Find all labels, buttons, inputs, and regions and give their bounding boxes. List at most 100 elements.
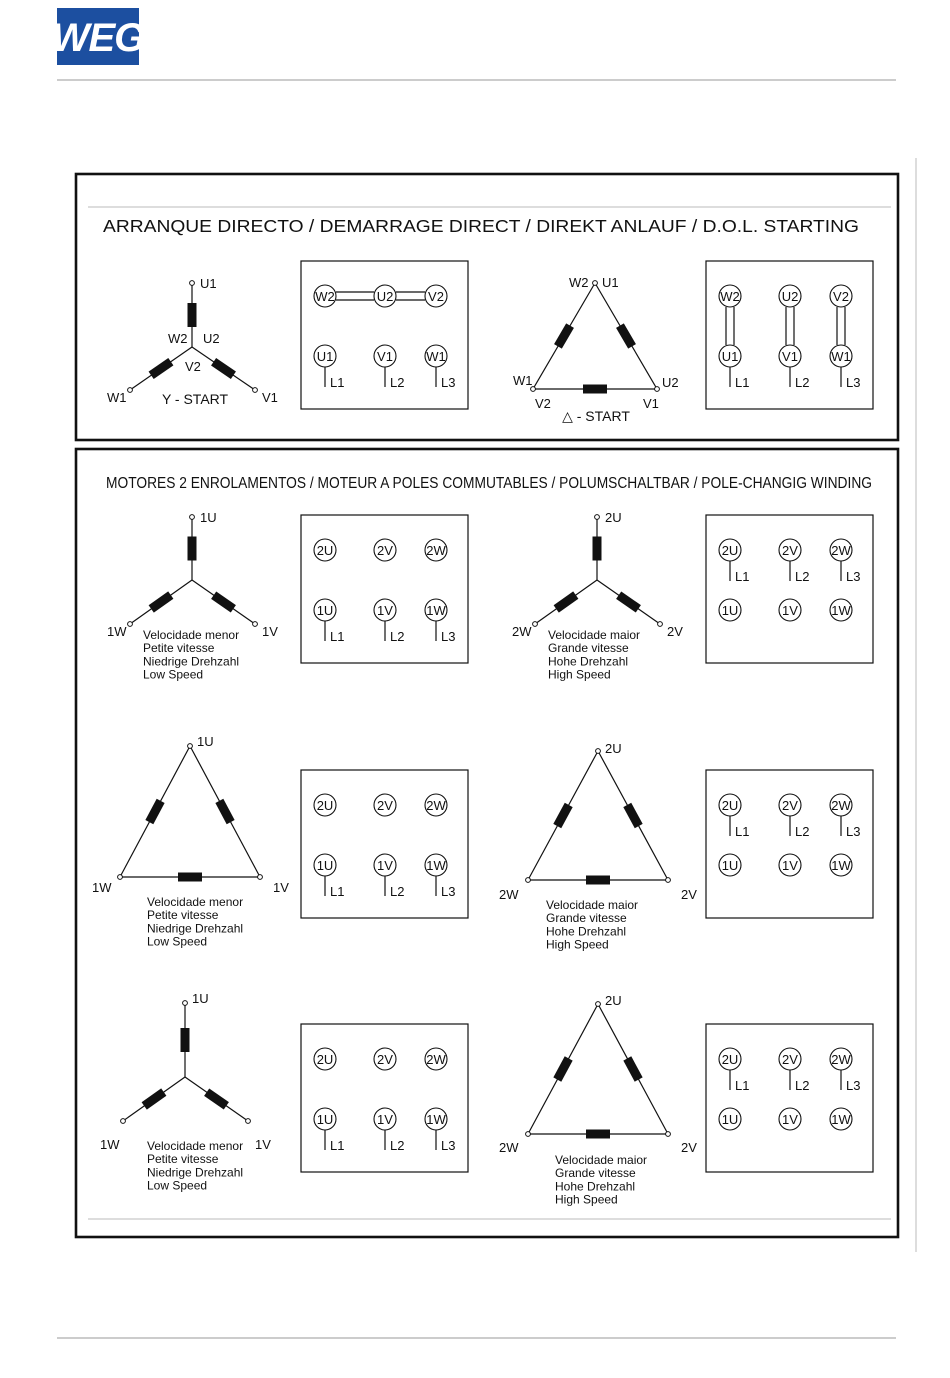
terminal-label: 1U [317,858,334,873]
terminal-label: 2V [667,624,683,639]
terminal-label: 1V [255,1137,271,1152]
supply-line-label: L2 [390,375,404,390]
star-start-caption: Y - START [162,391,229,407]
terminal-point [252,387,258,393]
terminal-label: 2W [831,798,851,813]
winding-coil [583,384,607,394]
supply-line-label: L1 [330,1138,344,1153]
caption-line: High Speed [546,938,609,952]
terminal-label: U2 [662,375,679,390]
supply-line-label: L3 [846,1078,860,1093]
terminal-label: 2W [426,543,446,558]
terminal-label: V2 [185,359,201,374]
terminal-label: 1U [317,603,334,618]
terminal-box-frame [300,769,469,919]
supply-line-label: L1 [735,375,749,390]
supply-line-label: L2 [795,375,809,390]
supply-line-label: L2 [795,824,809,839]
terminal-stud [373,793,397,817]
caption-line: Petite vitesse [147,1152,219,1166]
terminal-label: 1W [92,880,112,895]
terminal-point [592,280,598,286]
winding-coil [616,591,641,613]
terminal-label: 2V [681,887,697,902]
terminal-label: V1 [377,349,393,364]
terminal-label: 2U [317,798,334,813]
caption-line: Niedrige Drehzahl [147,921,243,935]
winding-coil [586,875,610,885]
terminal-stud [718,284,742,308]
supply-line-label: L3 [846,569,860,584]
terminal-box-frame [705,260,874,410]
terminal-label: U2 [377,289,394,304]
terminal-label: 2W [426,798,446,813]
terminal-point [189,280,195,286]
supply-line-label: L1 [330,375,344,390]
terminal-stud [313,1047,337,1071]
terminal-label: U1 [602,275,619,290]
terminal-point [245,1118,251,1124]
caption-line: Niedrige Drehzahl [147,1165,243,1179]
caption-line: Low Speed [147,935,207,949]
terminal-label: 2V [377,798,393,813]
terminal-point [182,1000,188,1006]
caption-line: Velocidade menor [143,628,239,642]
terminal-stud [718,853,742,877]
terminal-label: 1V [262,624,278,639]
winding-coil [554,323,574,349]
terminal-label: 2W [512,624,532,639]
logo-text: WEG [52,16,145,60]
section-frame-pole-changing [74,447,900,1239]
terminal-label: 1V [377,1112,393,1127]
caption-line: High Speed [555,1193,618,1207]
caption-line: High Speed [548,668,611,682]
terminal-point [532,621,538,627]
terminal-label: 1U [197,734,214,749]
terminal-point [595,1001,601,1007]
terminal-label: 2V [782,798,798,813]
terminal-label: 2U [317,543,334,558]
terminal-point [120,1118,126,1124]
terminal-label: 1V [377,858,393,873]
caption-line: Velocidade maior [555,1153,647,1167]
terminal-label: U2 [782,289,799,304]
terminal-label: 2W [426,1052,446,1067]
section-title-pole-changing: MOTORES 2 ENROLAMENTOS / MOTEUR A POLES … [106,475,872,492]
caption-line: Hohe Drehzahl [546,924,626,938]
terminal-label: 2V [782,1052,798,1067]
terminal-point [252,621,258,627]
terminal-stud [424,793,448,817]
terminal-label: W1 [513,373,533,388]
terminal-stud [313,793,337,817]
terminal-point [657,621,663,627]
terminal-label: 1V [782,603,798,618]
supply-line-label: L3 [846,824,860,839]
terminal-label: U1 [317,349,334,364]
terminal-label: U2 [203,331,220,346]
terminal-label: W2 [315,289,335,304]
terminal-label: 1W [831,603,851,618]
terminal-point [595,748,601,754]
caption-line: Grande vitesse [555,1166,636,1180]
caption-line: Petite vitesse [147,908,219,922]
supply-line-label: L2 [795,569,809,584]
supply-line-label: L3 [846,375,860,390]
terminal-label: 1W [100,1137,120,1152]
terminal-label: V1 [262,390,278,405]
terminal-label: 1U [317,1112,334,1127]
caption-line: Grande vitesse [548,641,629,655]
terminal-label: W1 [426,349,446,364]
terminal-label: V2 [535,396,551,411]
caption-line: Velocidade menor [147,1139,243,1153]
terminal-label: 1U [200,510,217,525]
caption-line: Hohe Drehzahl [548,654,628,668]
terminal-label: 1U [192,991,209,1006]
